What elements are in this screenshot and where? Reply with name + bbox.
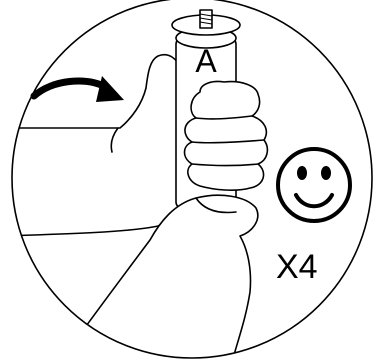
- repeat-count-label: X4: [276, 248, 318, 286]
- gripping-fingers: [185, 81, 268, 190]
- curved-arrow-icon: [34, 76, 124, 102]
- smiley-face-icon: [278, 149, 350, 221]
- part-label: A: [195, 43, 217, 79]
